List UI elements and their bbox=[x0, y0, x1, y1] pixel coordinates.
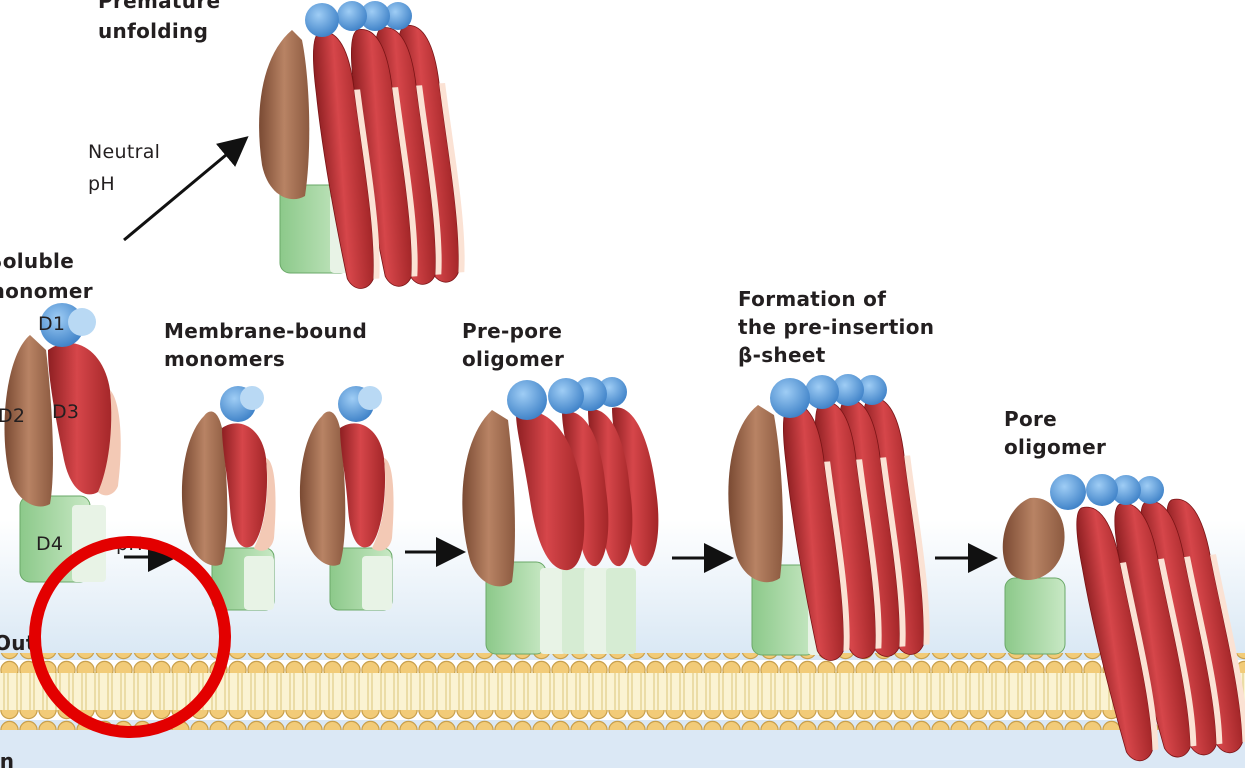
label-formation-line3: β-sheet bbox=[738, 343, 826, 367]
label-soluble-monomer-line1: Soluble bbox=[0, 249, 74, 273]
domain-label-d4: D4 bbox=[36, 533, 63, 555]
label-pore-line1: Pore bbox=[1004, 407, 1057, 431]
label-pre-pore-line2: oligomer bbox=[462, 347, 564, 371]
label-membrane-bound-line1: Membrane-bound bbox=[164, 319, 367, 343]
domain-label-d3: D3 bbox=[52, 401, 79, 423]
label-soluble-monomer-line2: monomer bbox=[0, 279, 93, 303]
label-neutral-ph-line1: Neutral bbox=[88, 141, 160, 163]
label-formation-line1: Formation of bbox=[738, 287, 886, 311]
label-membrane-bound-line2: monomers bbox=[164, 347, 285, 371]
domain-label-d1: D1 bbox=[38, 313, 65, 335]
label-premature-unfolding-line1: Premature bbox=[98, 0, 220, 13]
label-pre-pore-line1: Pre-pore bbox=[462, 319, 562, 343]
label-neutral-ph-line2: pH bbox=[88, 173, 115, 195]
label-formation-line2: the pre-insertion bbox=[738, 315, 934, 339]
label-in: In bbox=[0, 749, 14, 768]
label-premature-unfolding-line2: unfolding bbox=[98, 19, 208, 43]
label-pore-line2: oligomer bbox=[1004, 435, 1106, 459]
domain-label-d2: D2 bbox=[0, 405, 25, 427]
